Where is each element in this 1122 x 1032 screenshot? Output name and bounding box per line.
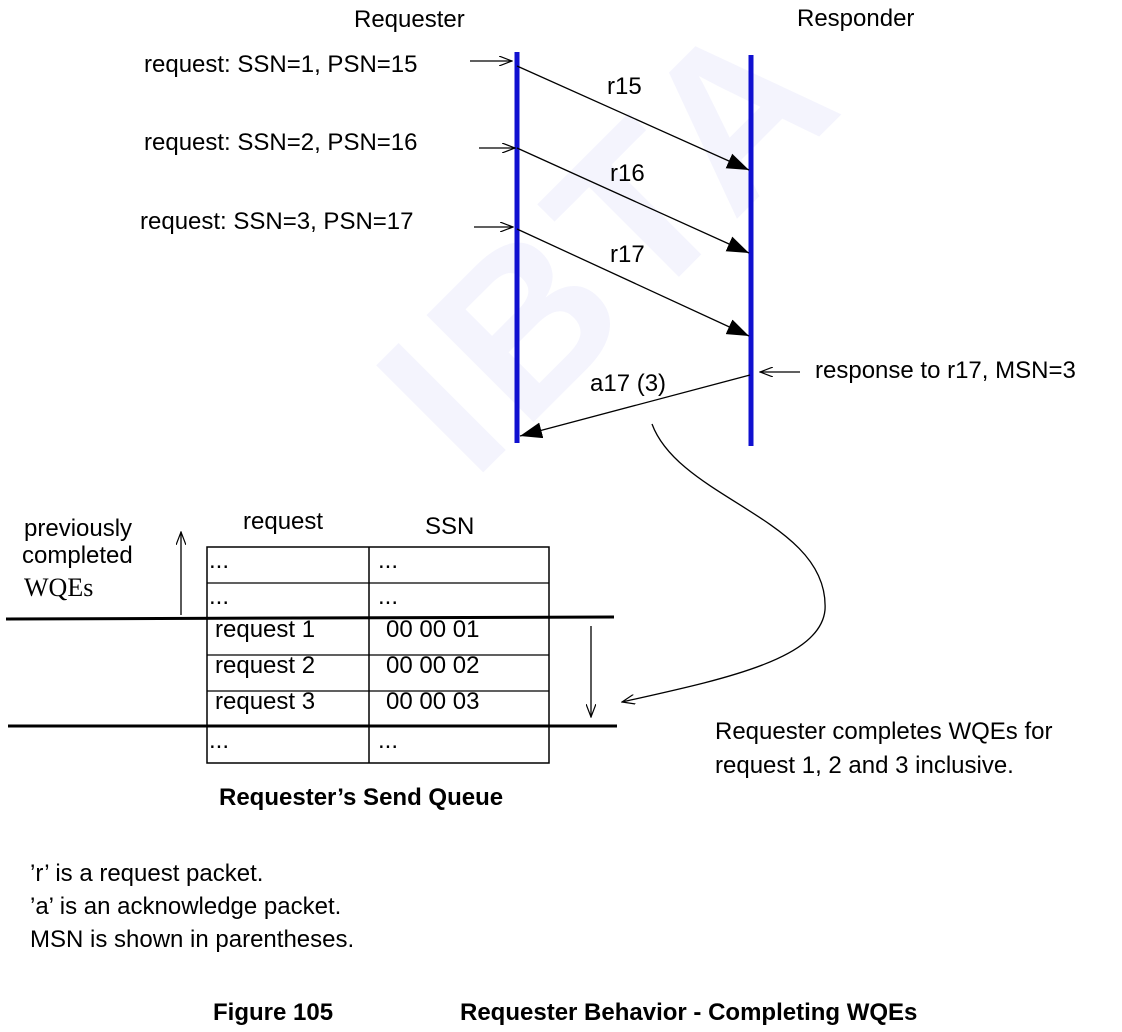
packet-label-a17: a17 (3)	[590, 370, 667, 397]
packet-label-r15: r15	[607, 73, 642, 100]
queue-row-6-request: ...	[209, 727, 230, 754]
column-header-request: request	[243, 508, 324, 535]
completes-note-line-2: request 1, 2 and 3 inclusive.	[715, 752, 1014, 779]
queue-row-1-ssn: ...	[378, 547, 399, 574]
request-label-3: request: SSN=3, PSN=17	[140, 208, 414, 235]
responder-title: Responder	[797, 5, 915, 32]
completion-curve-arrow	[622, 423, 826, 702]
queue-row-4-request: request 2	[215, 652, 316, 679]
previously-completed-line-3: WQEs	[24, 573, 94, 602]
queue-row-2-ssn: ...	[378, 583, 399, 610]
queue-row-5-request: request 3	[215, 688, 316, 715]
column-header-ssn: SSN	[425, 513, 475, 540]
response-label: response to r17, MSN=3	[815, 357, 1076, 384]
request-label-2: request: SSN=2, PSN=16	[144, 129, 418, 156]
send-queue-caption: Requester’s Send Queue	[219, 784, 504, 811]
queue-row-3-request: request 1	[215, 616, 316, 643]
queue-row-3-ssn: 00 00 01	[386, 616, 480, 643]
request-label-1: request: SSN=1, PSN=15	[144, 51, 418, 78]
queue-row-2-request: ...	[209, 583, 230, 610]
packet-r16-arrow	[516, 147, 750, 254]
previously-completed-line-1: previously	[24, 515, 133, 542]
queue-row-1-request: ...	[209, 547, 230, 574]
packet-a17-arrow	[519, 374, 751, 439]
packet-r15-arrow	[516, 65, 750, 171]
completes-note-line-1: Requester completes WQEs for	[715, 718, 1053, 745]
queue-row-6-ssn: ...	[378, 727, 399, 754]
packet-label-r16: r16	[610, 160, 645, 187]
previously-completed-line-2: completed	[22, 542, 133, 569]
figure-title: Requester Behavior - Completing WQEs	[460, 999, 918, 1026]
legend-line-2: ’a’ is an acknowledge packet.	[30, 893, 342, 920]
legend-line-1: ’r’ is a request packet.	[30, 860, 264, 887]
packet-r17-arrow	[516, 228, 750, 337]
requester-title: Requester	[354, 6, 465, 33]
legend-line-3: MSN is shown in parentheses.	[30, 926, 355, 953]
queue-row-5-ssn: 00 00 03	[386, 688, 480, 715]
completed-boundary-upper	[5, 615, 615, 621]
figure-number: Figure 105	[213, 999, 334, 1026]
packet-label-r17: r17	[610, 241, 645, 268]
queue-row-4-ssn: 00 00 02	[386, 652, 480, 679]
